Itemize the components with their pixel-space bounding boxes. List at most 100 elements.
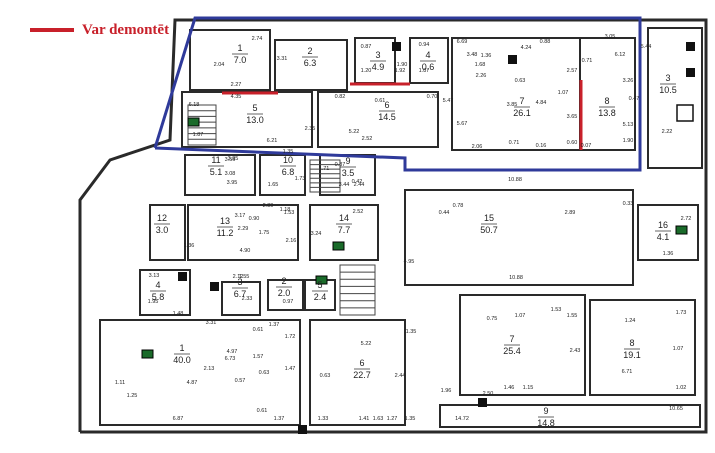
dimension-label: 0.60 <box>567 140 578 146</box>
dimension-label: 1.73 <box>295 176 306 182</box>
dimension-label: 1.75 <box>259 230 270 236</box>
dimension-label: 6.73 <box>225 356 236 362</box>
room-label-r-s4: 45.8 <box>150 280 166 302</box>
dimension-label: 0.97 <box>283 299 294 305</box>
dimension-label: 2.29 <box>238 226 249 232</box>
wall-room-s7 <box>459 294 586 396</box>
wall-room-s6 <box>309 319 406 426</box>
dimension-label: 3.24 <box>311 231 322 237</box>
wall-room-14 <box>309 204 379 261</box>
fixture-green-3 <box>315 275 328 285</box>
room-number: 5 <box>252 103 257 113</box>
dimension-label: 1.65 <box>268 182 279 188</box>
dimension-label: 1.36 <box>481 53 492 59</box>
stove-icon <box>676 104 694 122</box>
room-label-r-10: 106.8 <box>280 155 296 177</box>
dimension-label: 0.07 <box>581 143 592 149</box>
dimension-label: 4.84 <box>536 100 547 106</box>
walls <box>78 18 708 434</box>
room-label-r-s7: 725.4 <box>503 334 521 356</box>
room-number: 4 <box>425 50 430 60</box>
demolish-walls <box>222 80 583 150</box>
dimension-label: 2.06 <box>472 144 483 150</box>
room-number: 1 <box>237 43 242 53</box>
dimension-label: 0.37 <box>335 162 346 168</box>
dimension-label: 6.69 <box>457 39 468 45</box>
dimension-label: 5.22 <box>349 129 360 135</box>
dimension-label: 0.94 <box>419 42 430 48</box>
wall-room-a1 <box>189 29 271 91</box>
dimension-label: 2.89 <box>565 210 576 216</box>
stairs <box>187 104 376 316</box>
dimension-label: 14.72 <box>455 416 469 422</box>
room-area: 5.8 <box>152 292 165 302</box>
dimension-label: 1.46 <box>504 385 515 391</box>
room-area: 5.1 <box>210 167 223 177</box>
room-label-r-16: 164.1 <box>655 220 671 242</box>
room-area: 22.7 <box>353 370 371 380</box>
dimension-label: 5.44 <box>641 44 652 50</box>
dimension-label: 6.21 <box>267 138 278 144</box>
dimension-label: 0.70 <box>427 94 438 100</box>
dimension-label: 0.82 <box>335 94 346 100</box>
dimension-label: 1.15 <box>523 385 534 391</box>
room-area: 0.6 <box>422 62 435 72</box>
dimension-label: 2.57 <box>567 68 578 74</box>
room-area: 14.8 <box>537 418 555 428</box>
dimension-label: 2.43 <box>570 348 581 354</box>
dimension-label: 0.87 <box>361 44 372 50</box>
room-label-r-a8: 813.8 <box>598 96 616 118</box>
room-area: 11.2 <box>217 228 234 238</box>
fixture-black-3 <box>686 68 695 77</box>
wall-room-15 <box>404 189 634 286</box>
dimension-label: 1.41 <box>359 416 370 422</box>
dimension-label: 3.95 <box>227 180 238 186</box>
dimension-label: 1.35 <box>405 416 416 422</box>
room-area: 4.9 <box>372 62 385 72</box>
dimension-label: 2.16 <box>286 238 297 244</box>
room-number: 12 <box>157 213 167 223</box>
dimension-label: 2.52 <box>353 209 364 215</box>
dimension-label: 3.56 <box>225 157 236 163</box>
dimension-label: 0.57 <box>235 378 246 384</box>
dimension-label: 2.89 <box>263 203 274 209</box>
dimension-label: 1.37 <box>269 322 280 328</box>
dimension-label: 4.35 <box>231 94 242 100</box>
dimension-label: 10.65 <box>669 406 683 412</box>
dimension-label: 1.87 <box>193 132 204 138</box>
dimension-label: 1.24 <box>625 318 636 324</box>
room-labels: 17.026.334.940.6513.0614.5726.1813.8310.… <box>150 43 677 428</box>
dimension-label: 3.08 <box>225 171 236 177</box>
room-area: 2.0 <box>278 288 291 298</box>
room-number: 2 <box>307 46 312 56</box>
room-label-r-s6: 622.7 <box>353 358 371 380</box>
dimension-label: 2.12 <box>233 274 244 280</box>
dimension-label: 2.74 <box>252 36 263 42</box>
dimension-label: 3.31 <box>277 56 288 62</box>
wall-room-10 <box>259 154 306 196</box>
room-label-r-s5: 52.4 <box>312 280 328 302</box>
room-number: 13 <box>220 216 230 226</box>
dimension-label: 4.97 <box>227 349 238 355</box>
fixture-black-2 <box>508 55 517 64</box>
stair-2 <box>309 159 341 193</box>
dimension-label: 0.61 <box>375 98 386 104</box>
dimension-label: 0.71 <box>582 58 593 64</box>
room-label-r-12: 123.0 <box>154 213 170 235</box>
highlight-boundary <box>153 16 642 172</box>
room-number: 15 <box>484 213 494 223</box>
dimension-label: 5.22 <box>361 341 372 347</box>
dimension-label: 2.04 <box>214 62 225 68</box>
dimension-label: 1.33 <box>318 416 329 422</box>
dimension-label: 1.35 <box>283 149 294 155</box>
dimension-label: 0.78 <box>453 203 464 209</box>
room-area: 40.0 <box>173 355 191 365</box>
dimension-label: 5.67 <box>457 121 468 127</box>
dimension-label: 6.12 <box>615 52 626 58</box>
room-number: 16 <box>658 220 668 230</box>
room-area: 3.5 <box>342 168 355 178</box>
room-number: 9 <box>345 156 350 166</box>
dimension-label: 1.20 <box>361 68 372 74</box>
dimension-label: 0.33 <box>623 201 634 207</box>
room-number: 10 <box>283 155 293 165</box>
